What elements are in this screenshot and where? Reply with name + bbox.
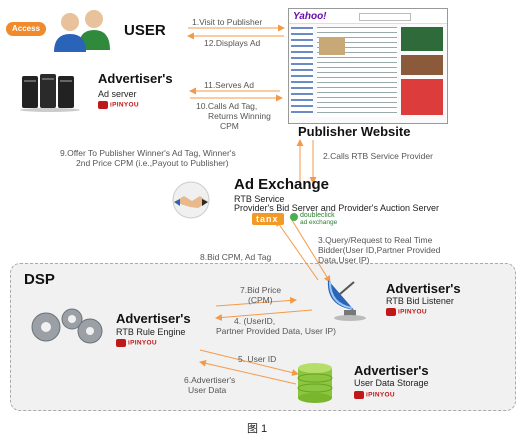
ad-exchange-title: Ad Exchange	[234, 176, 330, 193]
step-5-label: 5. User ID	[238, 354, 277, 364]
ipinyou-logo: iPINYOU	[98, 101, 139, 110]
handshake-icon	[172, 181, 210, 219]
database-icon	[297, 363, 333, 403]
ad-server-title: Advertiser's	[98, 71, 173, 86]
access-badge-label: Access	[12, 24, 41, 33]
ipinyou-logo: iPINYOU	[354, 391, 395, 400]
rule-engine-title: Advertiser's	[116, 311, 191, 326]
arrow-step-6	[199, 359, 297, 385]
arrow-step-3	[289, 216, 331, 283]
step-12-label: 12.Displays Ad	[204, 38, 261, 48]
step-7-label-line1: 7.Bid Price	[240, 285, 282, 295]
step-3-label-line1: 3.Query/Request to Real Time	[318, 235, 433, 245]
figure-caption: 图 1	[247, 423, 268, 435]
step-3-label-line3: Data,User IP)	[318, 255, 370, 265]
bid-listener-sub: RTB Bid Listener	[386, 296, 454, 306]
step-7-label-line2: (CPM)	[248, 295, 273, 305]
step-10-label-line1: 10.Calls Ad Tag,	[196, 101, 258, 111]
step-4-label-line1: 4. (UserID,	[234, 316, 276, 326]
ad-server-sub: Ad server	[98, 89, 137, 99]
yahoo-logo: Yahoo!	[293, 11, 327, 22]
doubleclick-icon	[290, 213, 298, 221]
step-2-label: 2.Calls RTB Service Provider	[323, 151, 433, 161]
step-3-label-line2: Bidder(User ID,Partner Provided	[318, 245, 441, 255]
servers-icon	[20, 74, 80, 112]
step-6-label-line1: 6.Advertiser's	[184, 375, 236, 385]
rule-engine-sub: RTB Rule Engine	[116, 327, 186, 337]
ad-exchange-line2: Provider's Bid Server and Provider's Auc…	[234, 203, 440, 213]
step-10-label-line2: Returns Winning	[208, 111, 271, 121]
arrow-step-7	[215, 296, 297, 307]
doubleclick-logo: doubleclick	[300, 212, 335, 219]
user-data-sub: User Data Storage	[354, 378, 429, 388]
tanx-logo: tanx	[252, 213, 284, 225]
arrow-step-8	[275, 219, 319, 281]
gears-icon	[31, 308, 103, 344]
user-data-title: Advertiser's	[354, 363, 429, 378]
step-4-label-line2: Partner Provided Data, User IP)	[216, 326, 336, 336]
ipinyou-logo: iPINYOU	[116, 339, 157, 348]
dsp-label: DSP	[24, 271, 55, 288]
doubleclick-sub: ad exchange	[300, 219, 338, 226]
arrow-step-4	[215, 309, 313, 321]
ipinyou-logo: iPINYOU	[386, 308, 427, 317]
arrow-step-5	[199, 349, 299, 376]
step-9-label-line2: 2nd Price CPM (i.e.,Payout to Publisher)	[76, 158, 229, 168]
bid-listener-title: Advertiser's	[386, 281, 461, 296]
access-badge: Access	[6, 22, 46, 36]
step-11-label: 11.Serves Ad	[204, 80, 254, 90]
publisher-screenshot: Yahoo!	[288, 8, 448, 124]
step-9-label-line1: 9.Offer To Publisher Winner's Ad Tag, Wi…	[60, 148, 236, 158]
publisher-title: Publisher Website	[298, 124, 411, 139]
step-6-label-line2: User Data	[188, 385, 227, 395]
ad-exchange-line1: RTB Service	[234, 194, 285, 204]
users-icon	[54, 10, 110, 52]
satellite-dish-icon	[327, 280, 366, 321]
step-1-label: 1.Visit to Publisher	[192, 17, 263, 27]
step-10-label-line3: CPM	[220, 121, 239, 131]
step-8-label: 8.Bid CPM, Ad Tag	[200, 252, 272, 262]
user-title: USER	[124, 22, 166, 39]
